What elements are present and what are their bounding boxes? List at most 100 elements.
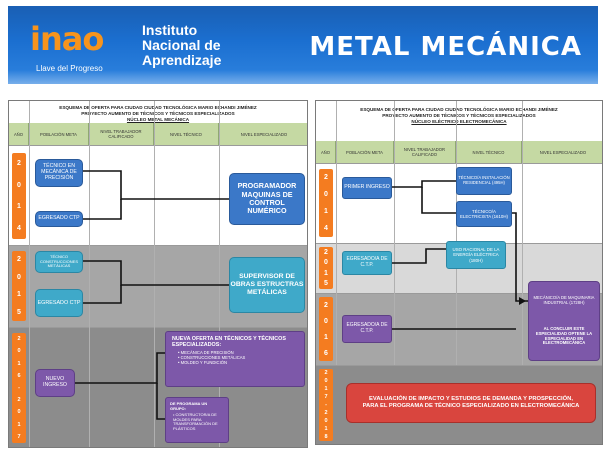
year-digit: 2 [17, 336, 21, 343]
column-header-year: AÑO [316, 141, 336, 163]
egresado-ctp-box: EGRESADO CTP [35, 211, 83, 227]
year-digit: 2 [324, 410, 328, 416]
list-item: • MECÁNICA DE PRECISIÓN [178, 350, 234, 356]
year-digit: 0 [324, 191, 328, 198]
year-digit: 2 [17, 160, 21, 168]
year-digit: 0 [17, 409, 21, 416]
year-digit: 5 [324, 280, 328, 288]
grid-line [456, 101, 457, 365]
column-header-specialized: NIVEL ESPECIALIZADO [522, 141, 602, 163]
year-digit: 8 [324, 434, 328, 440]
year-digit: 1 [324, 269, 328, 277]
year-digit: 5 [17, 308, 21, 316]
year-digit: 1 [17, 291, 21, 299]
year-digit: 2 [324, 248, 328, 256]
panel-title: ESQUEMA DE OFERTA PARA CIUDAD CIUDAD TEC… [59, 105, 257, 122]
column-header-technical: NIVEL TÉCNICO [154, 123, 219, 145]
programador-cnc-box: PROGRAMADOR MAQUINAS DE CONTROL NUMÉRICO [229, 173, 305, 225]
logo-tagline: Llave del Progreso [36, 64, 103, 73]
year-label-2016-2017: 2 0 1 6 - 2 0 1 7 [12, 333, 26, 443]
year-digit: 0 [324, 418, 328, 424]
panel-title: ESQUEMA DE OFERTA PARA CIUDAD CIUDAD TEC… [360, 107, 558, 124]
column-header-technical: NIVEL TÉCNICO [456, 141, 522, 163]
tecnico-electricista-box: TÉCNICO/A ELECTRICISTA (1610H) [456, 201, 512, 227]
flow-connectors [75, 170, 229, 420]
grid-line [154, 101, 155, 447]
year-digit: 1 [324, 426, 328, 432]
mecanico-maquinaria-label: MECÁNICO/A DE MAQUINARIA INDUSTRIAL (172… [533, 294, 595, 305]
year-digit: 6 [324, 349, 328, 357]
uso-racional-energia-box: USO RACIONAL DE LA ENERGÍA ELÉCTRICA (18… [446, 241, 506, 269]
grid-line [219, 101, 220, 447]
year-digit: 2 [324, 301, 328, 309]
year-digit: 1 [17, 203, 21, 211]
logo-word: inao [30, 20, 104, 58]
nuevo-ingreso-box: NUEVO INGRESO [35, 369, 75, 397]
column-header-skilled: NIVEL TRABAJADOR CALIFICADO [89, 123, 154, 145]
tecnico-construcciones-box: TÉCNICO CONSTRUCCIONES METÁLICAS [35, 251, 83, 273]
electrico-scheme-panel: ESQUEMA DE OFERTA PARA CIUDAD CIUDAD TEC… [315, 100, 603, 445]
grid-line [522, 101, 523, 365]
al-concluir-label: AL CONCLUIR ESTE ESPECIALIDAD OPTENE LA … [535, 325, 593, 346]
column-header-population: POBLACIÓN META [336, 141, 394, 163]
mecanico-maquinaria-box: MECÁNICO/A DE MAQUINARIA INDUSTRIAL (172… [528, 281, 600, 361]
year-digit: 7 [324, 394, 328, 400]
year-digit: 2 [17, 397, 21, 404]
year-digit: 1 [324, 386, 328, 392]
year-digit: 6 [17, 372, 21, 379]
supervisor-obras-box: SUPERVISOR DE OBRAS ESTRUCTRAS METÁLICAS [229, 257, 305, 313]
page-title: METAL MECÁNICA [309, 32, 582, 62]
year-digit: 0 [17, 348, 21, 355]
year-digit: 1 [324, 333, 328, 341]
metal-mecanica-scheme-panel: ESQUEMA DE OFERTA PARA CIUDAD CIUDAD TEC… [8, 100, 308, 448]
year-digit: 2 [324, 174, 328, 181]
column-header-specialized: NIVEL ESPECIALIZADO [219, 123, 307, 145]
ina-logo: inao [30, 20, 130, 60]
year-digit: 4 [324, 225, 328, 232]
nueva-oferta-box: NUEVA OFERTA EN TÉCNICOS Y TÉCNICOS ESPE… [165, 331, 305, 387]
column-header-year: AÑO [9, 123, 29, 145]
year-digit: 7 [17, 433, 21, 440]
column-header-skilled: NIVEL TRABAJADOR CALIFICADO [394, 141, 456, 163]
year-digit: 0 [17, 273, 21, 281]
grid-line [336, 101, 337, 365]
nueva-oferta-title: NUEVA OFERTA EN TÉCNICOS Y TÉCNICOS ESPE… [172, 336, 286, 349]
year-digit: 2 [324, 370, 328, 376]
banner-header: inao Llave del Progreso Instituto Nacion… [8, 6, 598, 84]
list-item: • CONSTRUCCIONES METÁLICAS [178, 355, 246, 361]
year-digit: 0 [324, 317, 328, 325]
programa-grupo-title: DE PROGRAMA UN GRUPO: [170, 401, 208, 411]
year-digit: - [325, 402, 327, 408]
tecnico-mecanica-precision-box: TÉCNICO EN MECÁNICA DE PRECISIÓN [35, 159, 83, 187]
year-digit: 1 [324, 208, 328, 215]
year-digit: 1 [17, 360, 21, 367]
year-digit: - [18, 384, 20, 391]
flow-connectors [392, 180, 528, 330]
list-item: • MOLDEO Y FUNDICIÓN [178, 360, 228, 366]
institution-name: Instituto Nacional de Aprendizaje [142, 22, 222, 68]
list-item: • CONSTRUCTOR/A DE MOLDES PARA TRANSFORM… [173, 412, 218, 431]
tecnico-instalacion-box: TÉCNICO/A INSTALACIÓN RESIDENCIAL (495H) [456, 167, 512, 195]
year-digit: 1 [17, 421, 21, 428]
year-digit: 0 [324, 259, 328, 267]
year-label-2017-2018: 2 0 1 7 - 2 0 1 8 [319, 369, 333, 441]
egresado-ctp-box: EGRESADO CTP [35, 289, 83, 317]
egresado-ctp-box: EGRESADO/A DE C.T.P. [342, 251, 392, 275]
year-digit: 0 [17, 181, 21, 189]
primer-ingreso-box: PRIMER INGRESO [342, 177, 392, 199]
evaluacion-impacto-box: EVALUACIÓN DE IMPACTO Y ESTUDIOS DE DEMA… [346, 383, 596, 423]
grid-line [394, 101, 395, 365]
year-digit: 2 [17, 256, 21, 264]
year-digit: 4 [17, 224, 21, 232]
column-header-population: POBLACIÓN META [29, 123, 89, 145]
egresado-ctp-box: EGRESADO/A DE C.T.P. [342, 315, 392, 343]
grid-line [29, 101, 30, 447]
grid-line [89, 101, 90, 447]
programa-grupo-box: DE PROGRAMA UN GRUPO: • CONSTRUCTOR/A DE… [165, 397, 229, 443]
year-digit: 0 [324, 378, 328, 384]
